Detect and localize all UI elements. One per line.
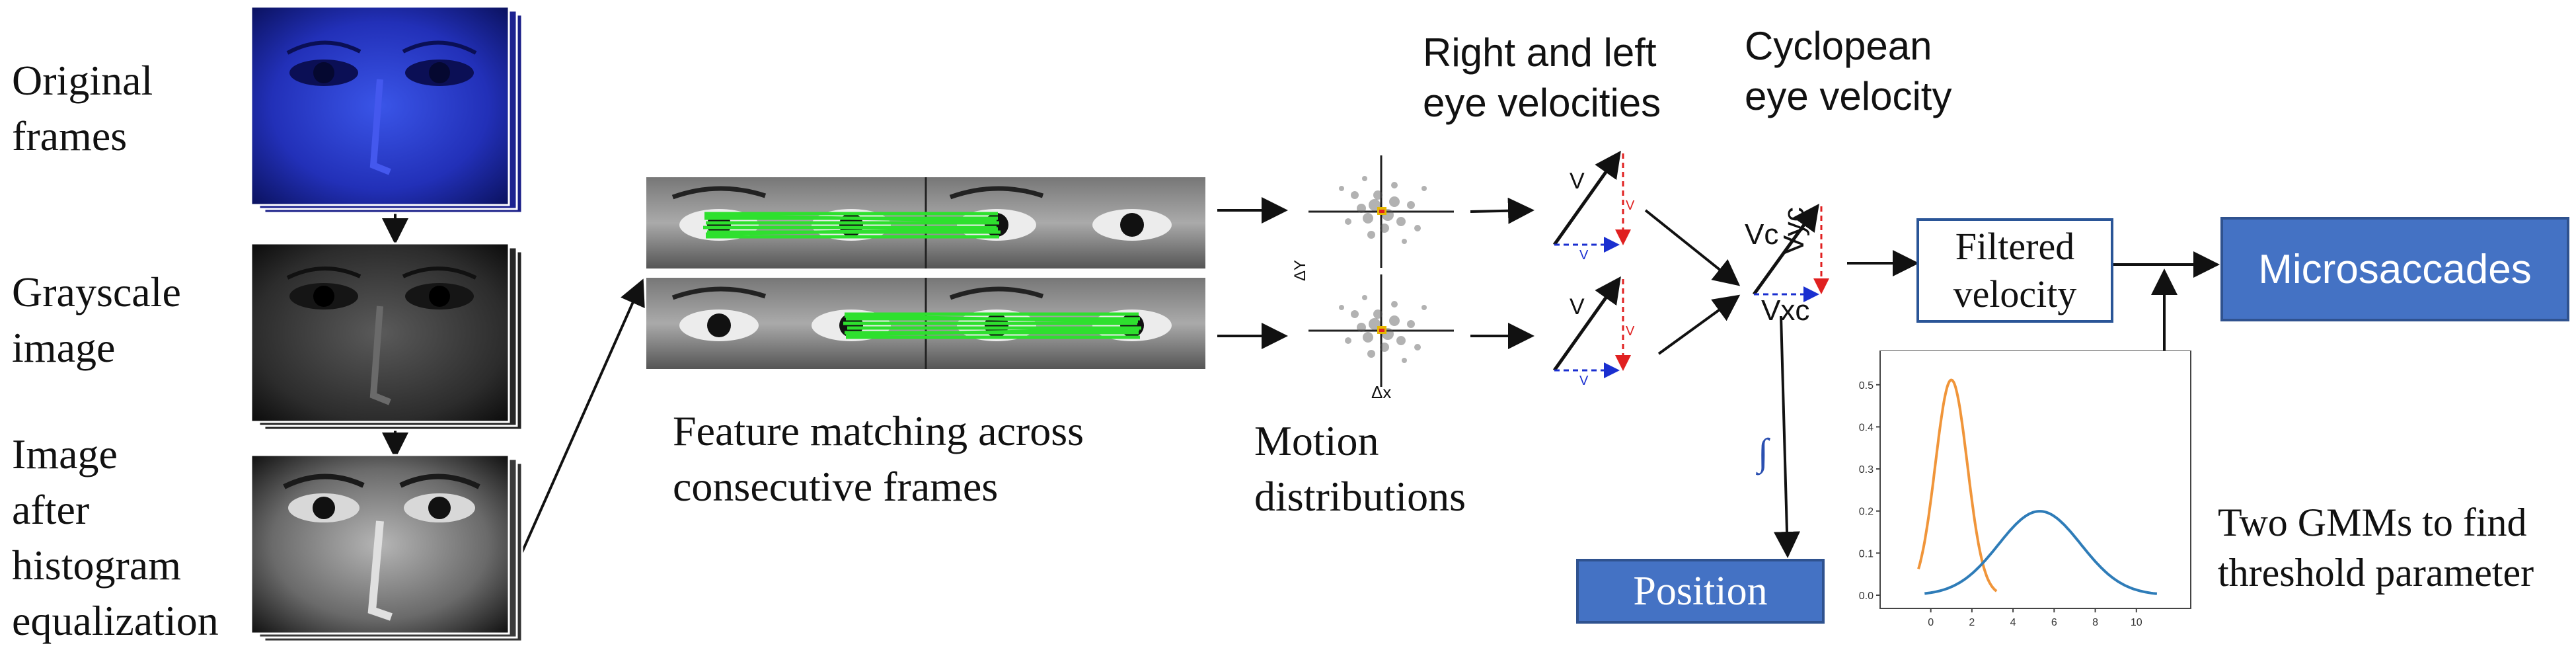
cyclopean-title-line1: Cyclopean xyxy=(1745,24,1932,68)
cyclopean-velocity-title: Cyclopean eye velocity xyxy=(1745,21,1951,122)
cyclopean-title-line2: eye velocity xyxy=(1745,74,1952,118)
position-box: Position xyxy=(1576,559,1825,624)
cyclopean-vxc-label: Vxc xyxy=(1761,294,1810,327)
arrow-cyclopean-to-position xyxy=(1774,315,1800,558)
gmm-y-tick-label: 0.3 xyxy=(1859,464,1874,475)
left-vy-label: V xyxy=(1626,324,1635,339)
gmm-caption: Two GMMs to find threshold parameter xyxy=(2218,497,2534,598)
label-histogram-image: Image after histogram equalization xyxy=(12,427,219,649)
cyclopean-velocity-triangle xyxy=(1752,203,1829,302)
feature-matching-images xyxy=(646,177,1205,369)
right-vx-label: V xyxy=(1579,248,1589,263)
motion-caption-line2: distributions xyxy=(1254,473,1466,520)
gmm-y-tick-label: 0.1 xyxy=(1859,548,1874,559)
feature-caption-line2: consecutive frames xyxy=(673,463,999,510)
velocities-title-line1: Right and left xyxy=(1423,30,1657,75)
matching-strip-bottom xyxy=(646,278,1205,369)
gmm-curves xyxy=(1917,378,2158,595)
gmm-curve-blue xyxy=(1924,510,2158,595)
original-frames-stack xyxy=(251,7,523,214)
label-grayscale-image: Grayscale image xyxy=(12,265,181,376)
motion-caption-line1: Motion xyxy=(1254,417,1379,464)
motion-axis-y-label: ΔY xyxy=(1291,259,1310,282)
gmm-x-tick-label: 10 xyxy=(2131,617,2142,628)
gmm-x-tick-label: 0 xyxy=(1928,617,1934,628)
arrow-right-to-cyclopean xyxy=(1644,209,1741,286)
arrow-hist-to-matching xyxy=(521,278,645,553)
grayscale-stack xyxy=(251,242,523,431)
motion-scatter-top xyxy=(1308,155,1454,268)
left-v-label: V xyxy=(1570,294,1585,319)
label-hist-line3: histogram xyxy=(12,542,181,589)
left-vx-label: V xyxy=(1579,374,1589,388)
gmm-caption-line2: threshold parameter xyxy=(2218,551,2534,595)
arrow-motion1-to-velocity xyxy=(1470,197,1534,224)
filtered-box-line1: Filtered xyxy=(1955,225,2075,268)
label-gray-line1: Grayscale xyxy=(12,268,181,315)
microsaccades-box: Microsaccades xyxy=(2220,217,2569,321)
gmm-x-tick-label: 2 xyxy=(1969,617,1975,628)
right-left-velocities-title: Right and left eye velocities xyxy=(1423,28,1661,128)
green-match-lines-bottom xyxy=(843,312,1141,339)
motion-distributions-caption: Motion distributions xyxy=(1254,413,1466,524)
gmm-y-tick-label: 0.2 xyxy=(1859,507,1874,518)
motion-axis-x-label: Δx xyxy=(1371,382,1392,402)
label-original-line1: Original xyxy=(12,57,153,104)
feature-matching-caption: Feature matching across consecutive fram… xyxy=(673,403,1084,515)
right-vy-label: V xyxy=(1626,198,1635,213)
gmm-x-tick-label: 8 xyxy=(2092,617,2098,628)
left-eye-velocity-triangle xyxy=(1552,276,1631,378)
arrow-left-to-cyclopean xyxy=(1657,294,1741,355)
gmm-y-tick-label: 0.4 xyxy=(1859,422,1874,433)
gmm-caption-line1: Two GMMs to find xyxy=(2218,501,2527,544)
motion-distribution-plots xyxy=(1308,155,1454,387)
matching-strip-top xyxy=(646,177,1205,268)
gmm-x-tick-label: 6 xyxy=(2051,617,2057,628)
gmm-plot-frame xyxy=(1879,351,2191,609)
cyclopean-vyc-label: Vyc xyxy=(1778,207,1810,255)
green-match-lines-top xyxy=(703,212,1001,239)
cyclopean-vc-label: Vc xyxy=(1745,218,1779,251)
label-hist-line1: Image xyxy=(12,431,118,477)
integral-symbol: ∫ xyxy=(1758,431,1768,474)
frame-stacks xyxy=(251,7,523,641)
right-eye-velocity-triangle xyxy=(1552,150,1631,253)
motion-scatter-bottom xyxy=(1308,274,1454,387)
gmm-y-ticks: 0.0 0.1 0.2 0.3 0.4 0.5 xyxy=(1859,380,1880,602)
label-gray-line2: image xyxy=(12,324,116,371)
label-hist-line2: after xyxy=(12,486,90,533)
gmm-y-tick-label: 0.5 xyxy=(1859,380,1874,392)
label-original-line2: frames xyxy=(12,112,128,159)
label-hist-line4: equalization xyxy=(12,597,219,644)
velocities-title-line2: eye velocities xyxy=(1423,81,1661,125)
label-original-frames: Original frames xyxy=(12,53,153,164)
filtered-box-line2: velocity xyxy=(1953,272,2077,315)
filtered-velocity-box: Filtered velocity xyxy=(1916,218,2113,323)
feature-caption-line1: Feature matching across xyxy=(673,407,1084,454)
right-v-label: V xyxy=(1570,169,1585,194)
eye-velocity-triangles xyxy=(1552,150,1631,378)
gmm-x-ticks: 0 2 4 6 8 10 xyxy=(1928,608,2142,628)
gmm-curve-orange xyxy=(1917,378,1998,593)
histogram-stack xyxy=(251,454,523,641)
gmm-y-tick-label: 0.0 xyxy=(1859,591,1874,602)
gmm-chart: 0.0 0.1 0.2 0.3 0.4 0.5 0 2 4 6 8 10 xyxy=(1859,351,2191,628)
gmm-x-tick-label: 4 xyxy=(2010,617,2016,628)
